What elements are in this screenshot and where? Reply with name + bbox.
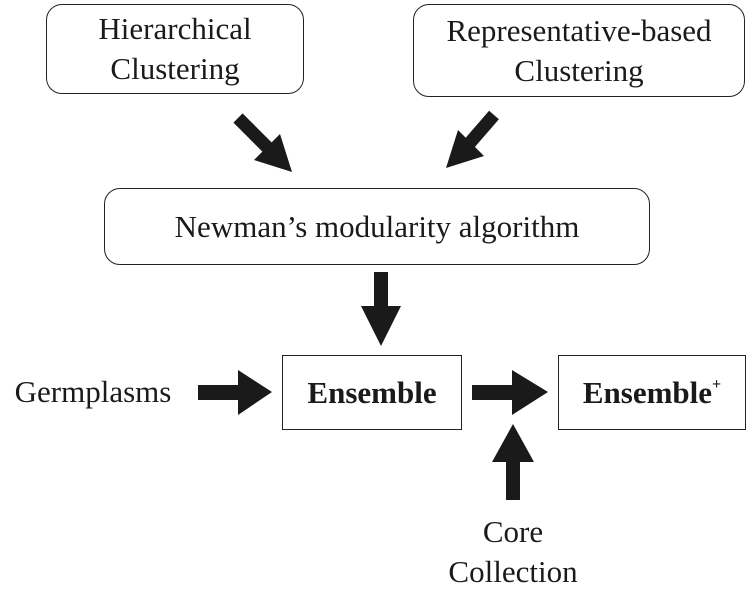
- arrow-hierarchical-to-newman: [233, 113, 292, 172]
- node-core-collection-line-1: Core: [482, 514, 544, 549]
- node-ensemble-plus: Ensemble+: [558, 355, 746, 430]
- node-representative-clustering: Representative-based Clustering: [413, 4, 745, 97]
- node-representative-line-1: Representative-based: [446, 12, 712, 48]
- node-hierarchical-line-2: Clustering: [110, 51, 240, 86]
- node-representative-line-2: Clustering: [514, 52, 644, 88]
- node-core-collection: Core Collection: [420, 512, 606, 592]
- node-ensemble-plus-label-wrap: Ensemble+: [583, 373, 721, 413]
- arrow-ensemble-to-ensembleplus: [472, 370, 548, 415]
- arrow-corecollection-to-ensembleplus: [492, 424, 534, 500]
- node-ensemble: Ensemble: [282, 355, 462, 430]
- node-ensemble-plus-label: Ensemble: [582, 374, 713, 410]
- node-hierarchical-line-1: Hierarchical: [98, 11, 252, 46]
- arrow-germplasms-to-ensemble: [198, 370, 272, 415]
- arrow-newman-to-ensemble: [361, 272, 401, 346]
- node-hierarchical-clustering: Hierarchical Clustering: [46, 4, 304, 94]
- node-ensemble-label: Ensemble: [307, 374, 437, 410]
- arrow-representative-to-newman: [446, 110, 499, 168]
- node-germplasms-label: Germplasms: [14, 374, 172, 409]
- node-core-collection-line-2: Collection: [448, 554, 578, 589]
- node-ensemble-plus-superscript: +: [712, 375, 722, 393]
- node-germplasms: Germplasms: [0, 372, 186, 412]
- node-newman-modularity: Newman’s modularity algorithm: [104, 188, 650, 265]
- node-newman-label: Newman’s modularity algorithm: [174, 208, 580, 244]
